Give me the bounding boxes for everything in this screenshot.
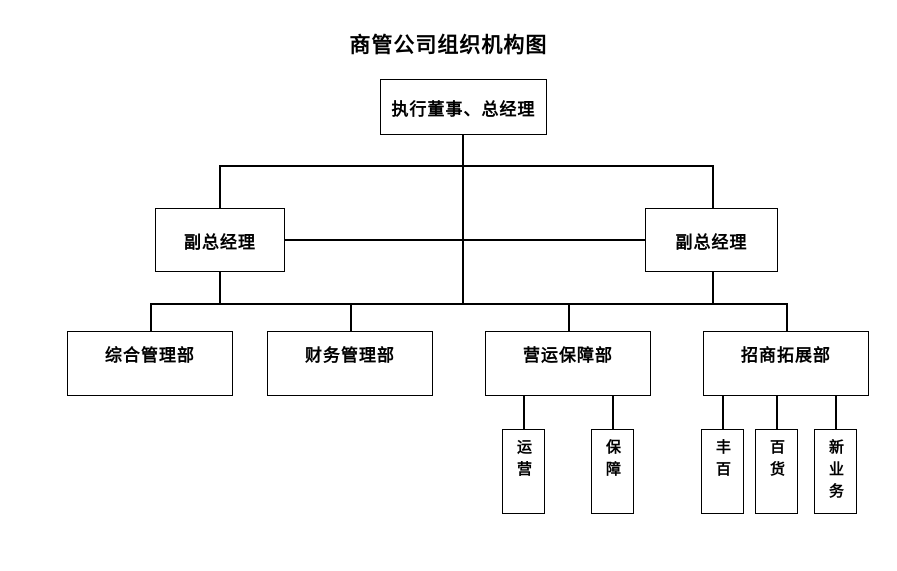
connector-deputy-left-drop (219, 165, 221, 208)
connector-dept-operations-drop (568, 303, 570, 331)
node-unit-fengbai[interactable]: 丰百 (701, 429, 744, 514)
node-label: 保障 (604, 439, 622, 483)
connector-unit-baihuo-drop (776, 396, 778, 429)
node-deputy-general-manager-right[interactable]: 副总经理 (645, 208, 778, 272)
connector-deputy-right-stem (712, 272, 714, 303)
connector-unit-baozhang-drop (612, 396, 614, 429)
node-operations-support-department[interactable]: 营运保障部 (485, 331, 651, 396)
node-investment-expansion-department[interactable]: 招商拓展部 (703, 331, 869, 396)
connector-deputy-link (285, 239, 645, 241)
node-general-management-department[interactable]: 综合管理部 (67, 331, 233, 396)
connector-deputy-right-drop (712, 165, 714, 208)
connector-exec-trunk (462, 135, 464, 303)
connector-deputy-left-stem (219, 272, 221, 303)
node-label: 营运保障部 (523, 346, 613, 366)
connector-dept-general-drop (150, 303, 152, 331)
connector-unit-fengbai-drop (722, 396, 724, 429)
connector-deputy-bar (219, 165, 713, 167)
node-label: 执行董事、总经理 (391, 99, 536, 120)
connector-department-bar (150, 303, 786, 305)
node-unit-new-business[interactable]: 新业务 (814, 429, 857, 514)
connector-dept-finance-drop (350, 303, 352, 331)
node-label: 副总经理 (675, 232, 748, 253)
connector-dept-investment-drop (786, 303, 788, 331)
chart-title: 商管公司组织机构图 (349, 32, 548, 57)
node-label: 财务管理部 (305, 346, 395, 366)
node-label: 副总经理 (184, 232, 256, 253)
node-label: 丰百 (714, 439, 732, 483)
node-label: 运营 (515, 439, 533, 483)
node-label: 百货 (768, 439, 786, 483)
node-label: 新业务 (827, 439, 845, 505)
node-deputy-general-manager-left[interactable]: 副总经理 (155, 208, 285, 272)
node-label: 综合管理部 (105, 346, 195, 366)
node-unit-support[interactable]: 保障 (591, 429, 634, 514)
node-label: 招商拓展部 (741, 346, 831, 366)
node-unit-operations[interactable]: 运营 (502, 429, 545, 514)
node-executive-director-general-manager[interactable]: 执行董事、总经理 (380, 79, 547, 135)
connector-unit-xinyewu-drop (835, 396, 837, 429)
connector-unit-yunying-drop (523, 396, 525, 429)
node-unit-department-store[interactable]: 百货 (755, 429, 798, 514)
node-finance-management-department[interactable]: 财务管理部 (267, 331, 433, 396)
